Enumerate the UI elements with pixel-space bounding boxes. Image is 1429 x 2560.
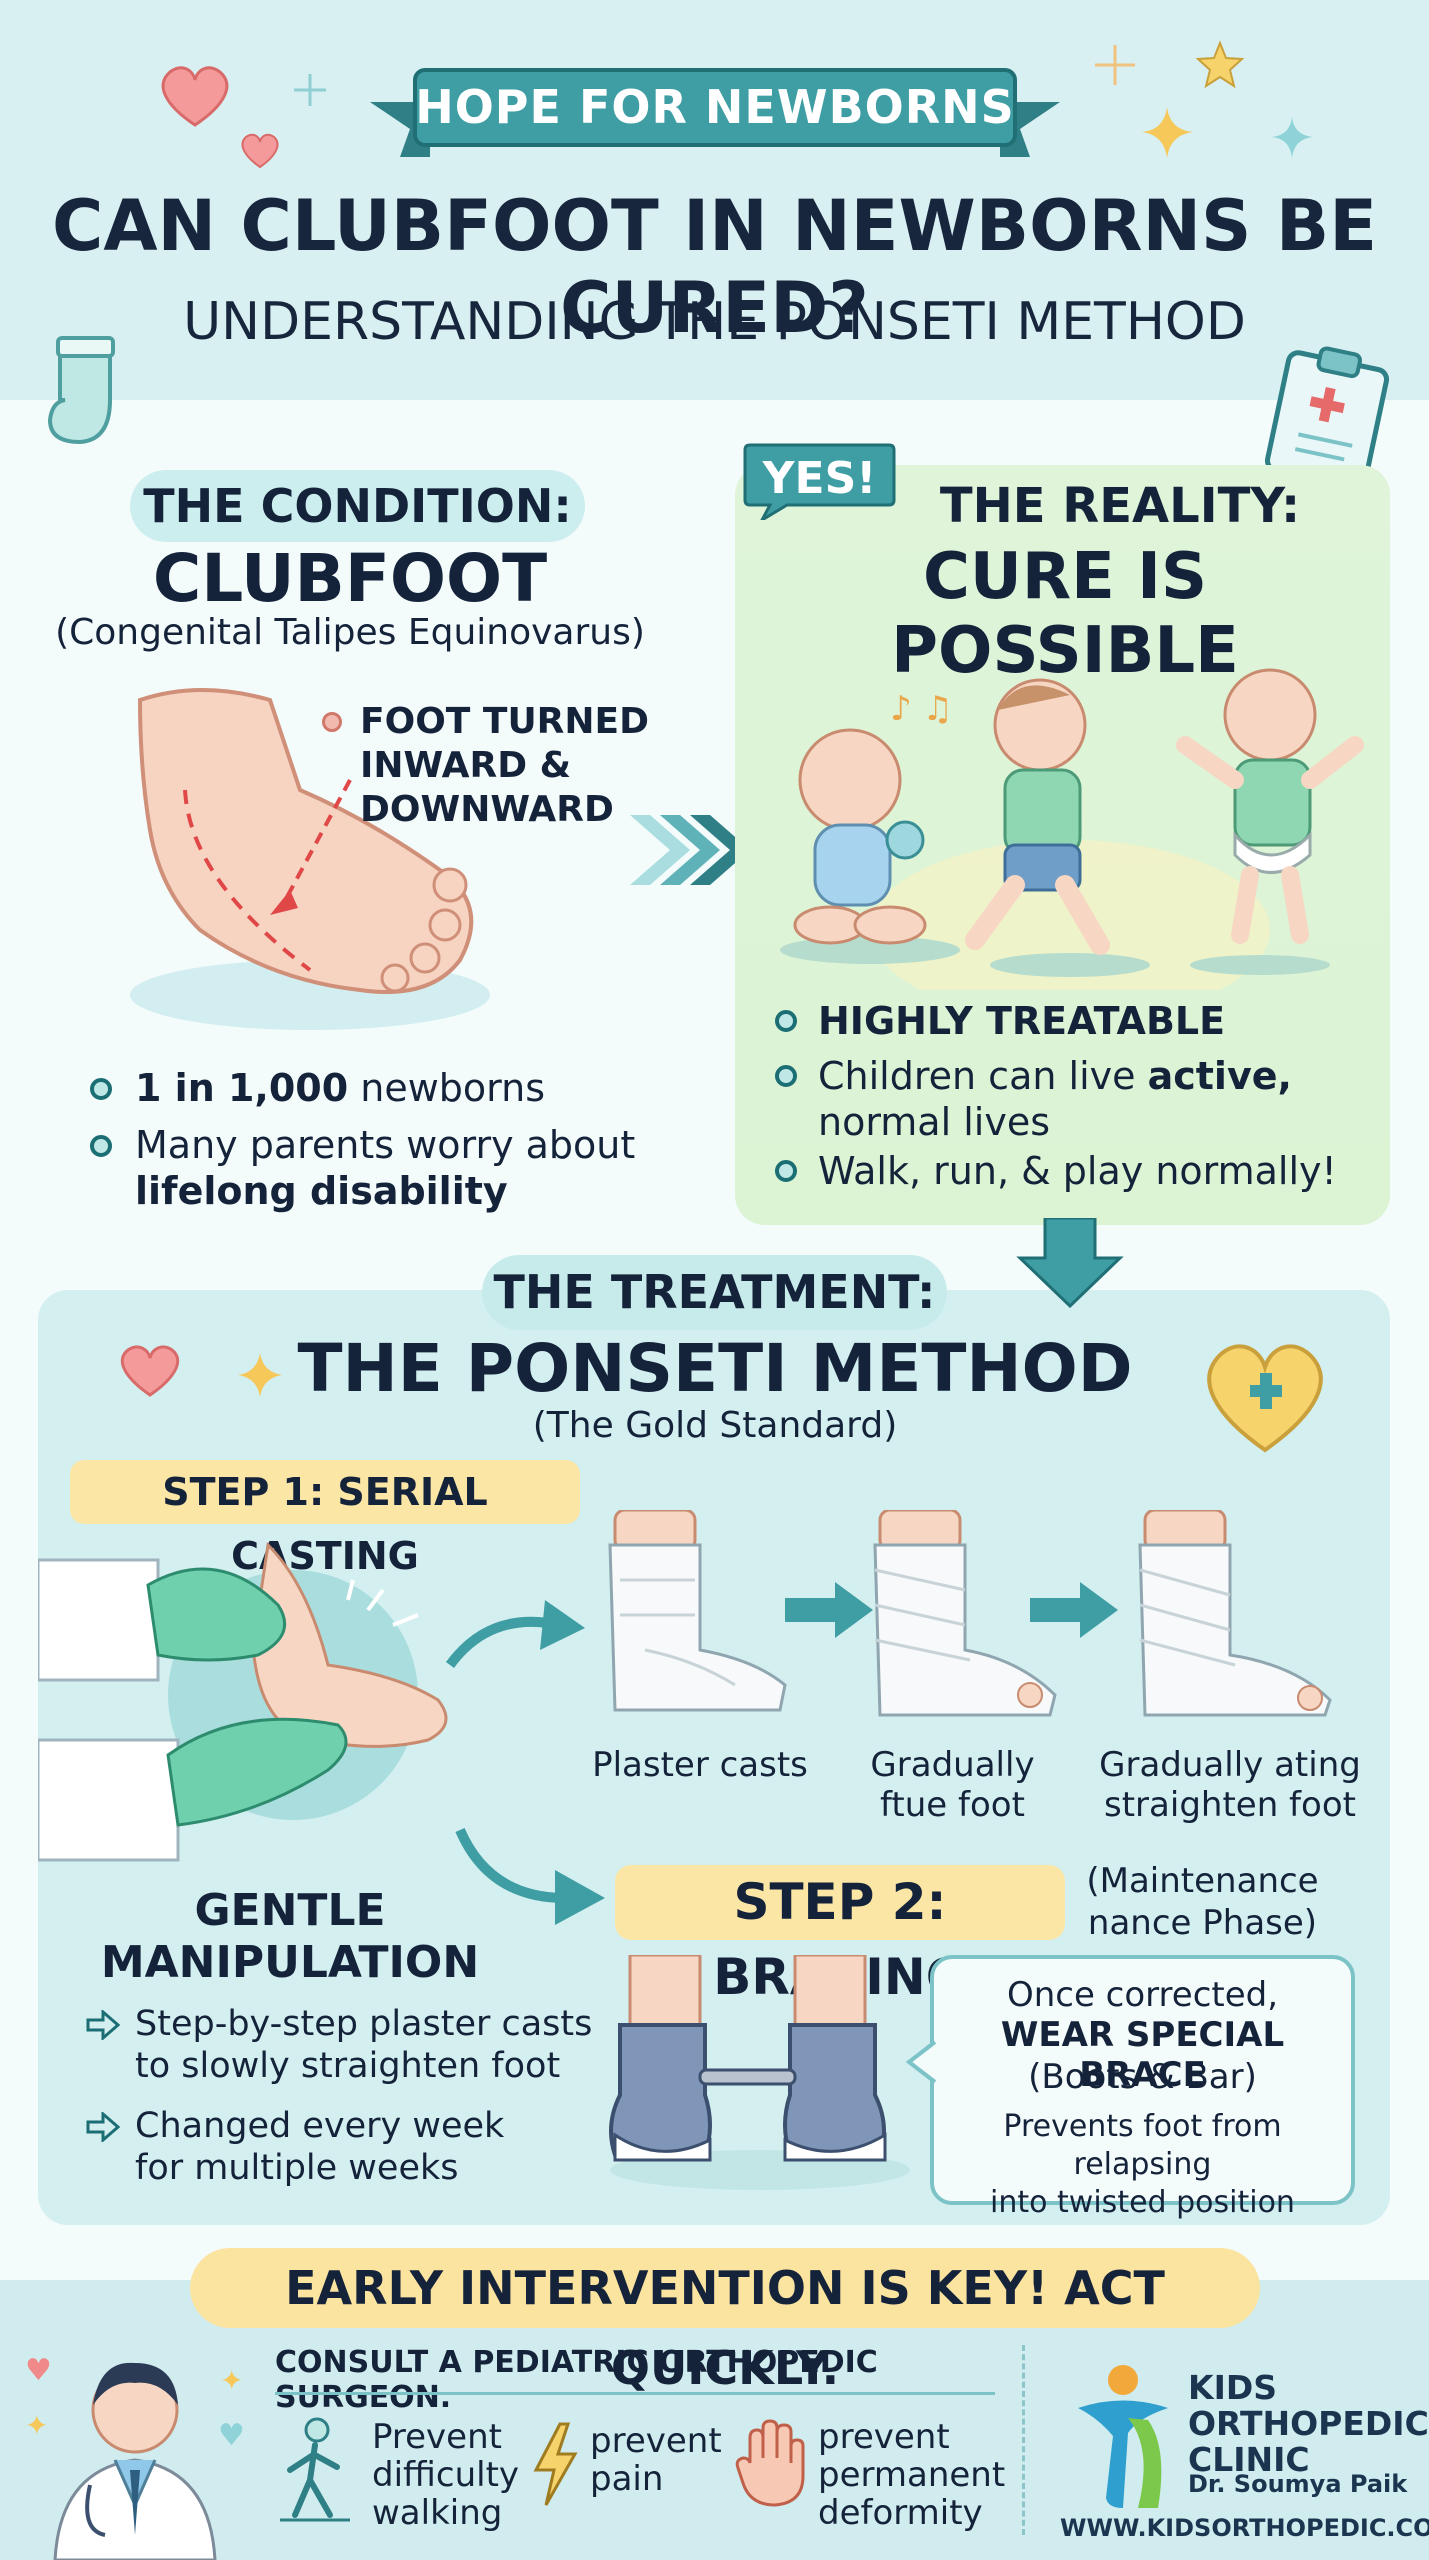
svg-text:✦: ✦ (25, 2409, 48, 2442)
clinic-website-link[interactable]: WWW.KIDSORTHOPEDIC.COM (1060, 2514, 1429, 2542)
bullet-dot (90, 1078, 112, 1100)
svg-text:♥: ♥ (218, 2418, 245, 2453)
callout-pointer (905, 2040, 937, 2084)
consult-text: CONSULT A PEDIATRIC ORTHOPEDIC SURGEON. (275, 2345, 878, 2415)
brace-text-3: (Boots & Bar) (1028, 2057, 1257, 2097)
header-band (0, 0, 1429, 400)
yes-badge (743, 443, 896, 520)
sparkle-icon (238, 1353, 282, 1397)
lightning-icon (533, 2422, 578, 2506)
heart-icon (161, 66, 229, 127)
plaster-cast-2 (873, 1510, 1057, 1717)
clinic-logo (1078, 2365, 1168, 2508)
sock-icon (47, 336, 115, 445)
curved-arrow-icon (455, 1827, 605, 1925)
doctor-avatar: ♥ ✦ ✦ ♥ (25, 2353, 245, 2560)
footer-divider (1022, 2345, 1025, 2535)
clinic-doctor: Dr. Soumya Paik (1188, 2470, 1408, 2498)
foot-label: FOOT TURNED INWARD & DOWNWARD (360, 701, 650, 830)
clipboard-icon (1264, 346, 1390, 485)
header-ribbon (370, 68, 1060, 157)
condition-scientific-name: (Congenital Talipes Equinovarus) (55, 612, 645, 653)
plaster-cast-1 (608, 1510, 787, 1712)
reality-bullet-2: Children can live active,normal lives (818, 1054, 1292, 1144)
svg-text:♪ ♫: ♪ ♫ (890, 689, 953, 729)
sparkle-icon (294, 74, 326, 106)
arrow-down-icon (1016, 1218, 1124, 1308)
clubfoot-illustration (130, 688, 490, 1030)
divider (275, 2392, 995, 2395)
heart-plus-icon (1207, 1344, 1323, 1453)
reality-bullet-3: Walk, run, & play normally! (818, 1149, 1337, 1193)
step-1-label: STEP 1: SERIAL CASTING (70, 1460, 580, 1578)
page-subtitle: UNDERSTANDING THE PONSETI METHOD (183, 292, 1246, 352)
condition-pill: THE CONDITION: (130, 470, 585, 542)
star-icon (1195, 40, 1245, 89)
bullet-dot (90, 1135, 112, 1157)
cast-caption-1: Plaster casts (592, 1745, 808, 1785)
sparkle-icon (1142, 107, 1193, 158)
sparkle-icon (1272, 117, 1313, 158)
yes-label: YES! (762, 453, 877, 504)
arrow-right-icon (1030, 1582, 1118, 1638)
treatment-subtitle: (The Gold Standard) (532, 1405, 898, 1446)
walking-person-icon (280, 2417, 350, 2522)
condition-bullet-1: 1 in 1,000 newborns (135, 1066, 546, 1110)
brace-text-2: WEAR SPECIAL BRACE (1000, 2015, 1285, 2095)
bullet-dot (775, 1010, 797, 1032)
step-2-label: STEP 2: BRACING (615, 1865, 1065, 2006)
brace-info-box (930, 1955, 1355, 2205)
plaster-cast-3 (1138, 1510, 1332, 1717)
brace-text-1: Once corrected, (1006, 1975, 1279, 2015)
gentle-manipulation-illustration (38, 1541, 448, 1862)
happy-babies-illustration: ♪ ♫ (780, 668, 1364, 990)
bullet-dot (775, 1160, 797, 1182)
reality-bullet-1: HIGHLY TREATABLE (818, 999, 1226, 1043)
heart-icon (120, 1345, 180, 1397)
gentle-manipulation-heading: GENTLE MANIPULATION (100, 1885, 480, 1988)
svg-text:♥: ♥ (25, 2353, 52, 2388)
ribbon-label: HOPE FOR NEWBORNS (415, 80, 1015, 134)
treatment-name: THE PONSETI METHOD (297, 1330, 1133, 1407)
svg-text:✦: ✦ (220, 2364, 243, 2397)
label-dot (322, 712, 342, 732)
boots-and-bar-illustration (609, 1955, 910, 2190)
arrow-bullet-icon (86, 2010, 121, 2040)
reality-heading: THE REALITY: (939, 478, 1301, 534)
hand-icon (735, 2419, 805, 2507)
treatment-pill: THE TREATMENT: (482, 1255, 947, 1330)
page-title: CAN CLUBFOOT IN NEWBORNS BE CURED? (51, 185, 1378, 349)
arrow-right-icon (785, 1582, 873, 1638)
sparkle-icon (1095, 45, 1135, 85)
arrow-bullet-icon (86, 2112, 121, 2142)
heart-icon (241, 133, 279, 169)
condition-name: CLUBFOOT (152, 540, 548, 617)
early-intervention-banner: EARLY INTERVENTION IS KEY! ACT QUICKLY. (190, 2248, 1260, 2395)
bullet-dot (775, 1065, 797, 1087)
reality-name: CURE IS POSSIBLE (891, 540, 1239, 688)
curved-arrow-icon (445, 1600, 585, 1668)
